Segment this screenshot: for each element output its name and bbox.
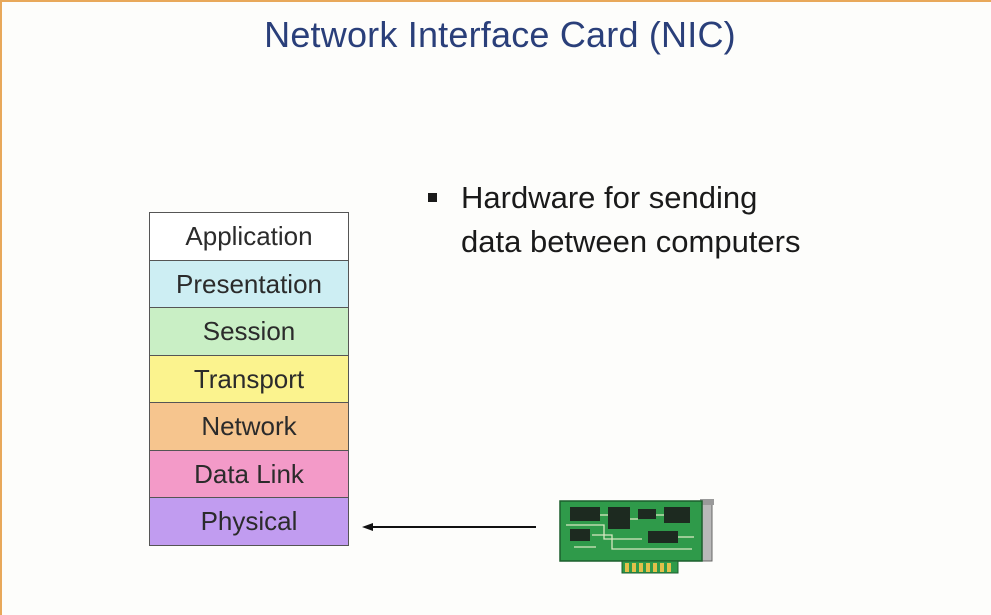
osi-layer-transport: Transport	[149, 354, 349, 404]
osi-layer-data-link: Data Link	[149, 449, 349, 499]
osi-layer-stack: Application Presentation Session Transpo…	[149, 212, 349, 546]
bullet-text: Hardware for sending data between comput…	[461, 180, 801, 259]
left-accent-rule	[0, 0, 2, 615]
bullet-square-icon	[428, 193, 437, 202]
osi-layer-presentation: Presentation	[149, 259, 349, 309]
arrow-left-icon	[362, 523, 536, 531]
slide-title: Network Interface Card (NIC)	[264, 14, 736, 55]
osi-layer-physical: Physical	[149, 497, 349, 546]
osi-layer-network: Network	[149, 402, 349, 451]
osi-layer-application: Application	[149, 212, 349, 261]
osi-layer-session: Session	[149, 307, 349, 356]
top-accent-rule	[0, 0, 991, 2]
network-interface-card-icon	[559, 499, 714, 574]
